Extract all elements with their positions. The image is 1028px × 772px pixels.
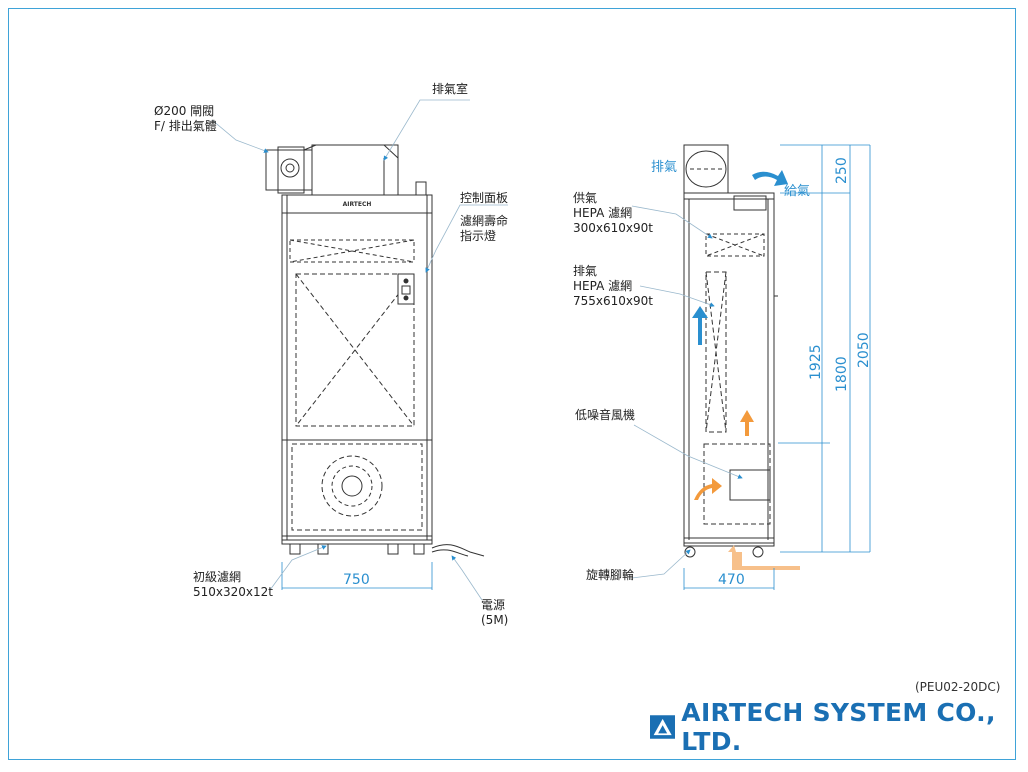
damper-label-line2: F/ 排出氣體	[154, 119, 217, 133]
dim-h-1925: 1925	[808, 344, 824, 380]
supply-hepa-line2: HEPA 濾網	[573, 206, 633, 220]
dim-h-250: 250	[834, 157, 850, 184]
supply-hepa-line3: 300x610x90t	[573, 221, 653, 235]
prefilter-label: 初級濾網 510x320x12t	[193, 570, 273, 600]
supply-flow-label: 給氣	[784, 184, 811, 199]
exhaust-chamber	[311, 144, 399, 196]
supply-arrow-out	[752, 170, 788, 186]
side-cabinet	[683, 192, 775, 544]
filter-life-label: 濾網壽命 指示燈	[460, 214, 508, 244]
dim-h-1800: 1800	[834, 356, 850, 392]
company-brand: AIRTECH SYSTEM CO., LTD.	[650, 698, 1028, 756]
exhaust-arrow-up	[692, 306, 708, 345]
drawing-code: (PEU02-20DC)	[915, 680, 1001, 694]
exhaust-hepa-line2: HEPA 濾網	[573, 279, 633, 293]
dim-depth-side: 470	[718, 572, 745, 588]
damper-body	[265, 149, 313, 191]
filter-life-line1: 濾網壽命	[460, 214, 509, 228]
filter-life-line2: 指示燈	[460, 229, 497, 243]
intake-arrow-up	[740, 410, 754, 436]
drawing-frame	[8, 8, 1016, 760]
intake-arrow-side	[694, 478, 722, 500]
airflow-arrows	[692, 170, 800, 570]
exhaust-hepa-line1: 排氣	[573, 264, 598, 278]
power-line2: (5M)	[481, 613, 509, 627]
side-view	[683, 144, 778, 558]
leader-lines	[211, 99, 743, 601]
front-cabinet	[281, 194, 433, 541]
exhaust-chamber-label: 排氣室	[432, 82, 469, 96]
dim-width-front: 750	[343, 572, 370, 588]
damper-label: Ø200 閘閥 F/ 排出氣體	[154, 104, 217, 134]
exhaust-hepa-line3: 755x610x90t	[573, 294, 653, 308]
exhaust-flow-label: 排氣	[651, 160, 678, 175]
dimension-lines	[281, 144, 871, 590]
fan-label: 低噪音風機	[575, 408, 636, 422]
dim-h-2050: 2050	[856, 332, 872, 368]
power-label: 電源 (5M)	[481, 598, 508, 628]
supply-hepa-line1: 供氣	[573, 191, 598, 205]
caster-label: 旋轉腳輪	[586, 568, 635, 582]
supply-hepa-label: 供氣 HEPA 濾網 300x610x90t	[573, 191, 653, 236]
exhaust-hepa-label: 排氣 HEPA 濾網 755x610x90t	[573, 264, 653, 309]
intake-arrow-bottom	[728, 545, 800, 570]
power-line1: 電源	[481, 598, 506, 612]
unit-brand-label: AIRTECH	[343, 201, 372, 208]
company-logo-icon	[650, 715, 676, 739]
company-name: AIRTECH SYSTEM CO., LTD.	[681, 698, 996, 756]
damper-label-line1: Ø200 閘閥	[154, 104, 215, 118]
prefilter-line1: 初級濾網	[193, 570, 242, 584]
prefilter-line2: 510x320x12t	[193, 585, 273, 599]
control-panel-label: 控制面板	[460, 191, 509, 205]
front-view	[265, 144, 485, 557]
